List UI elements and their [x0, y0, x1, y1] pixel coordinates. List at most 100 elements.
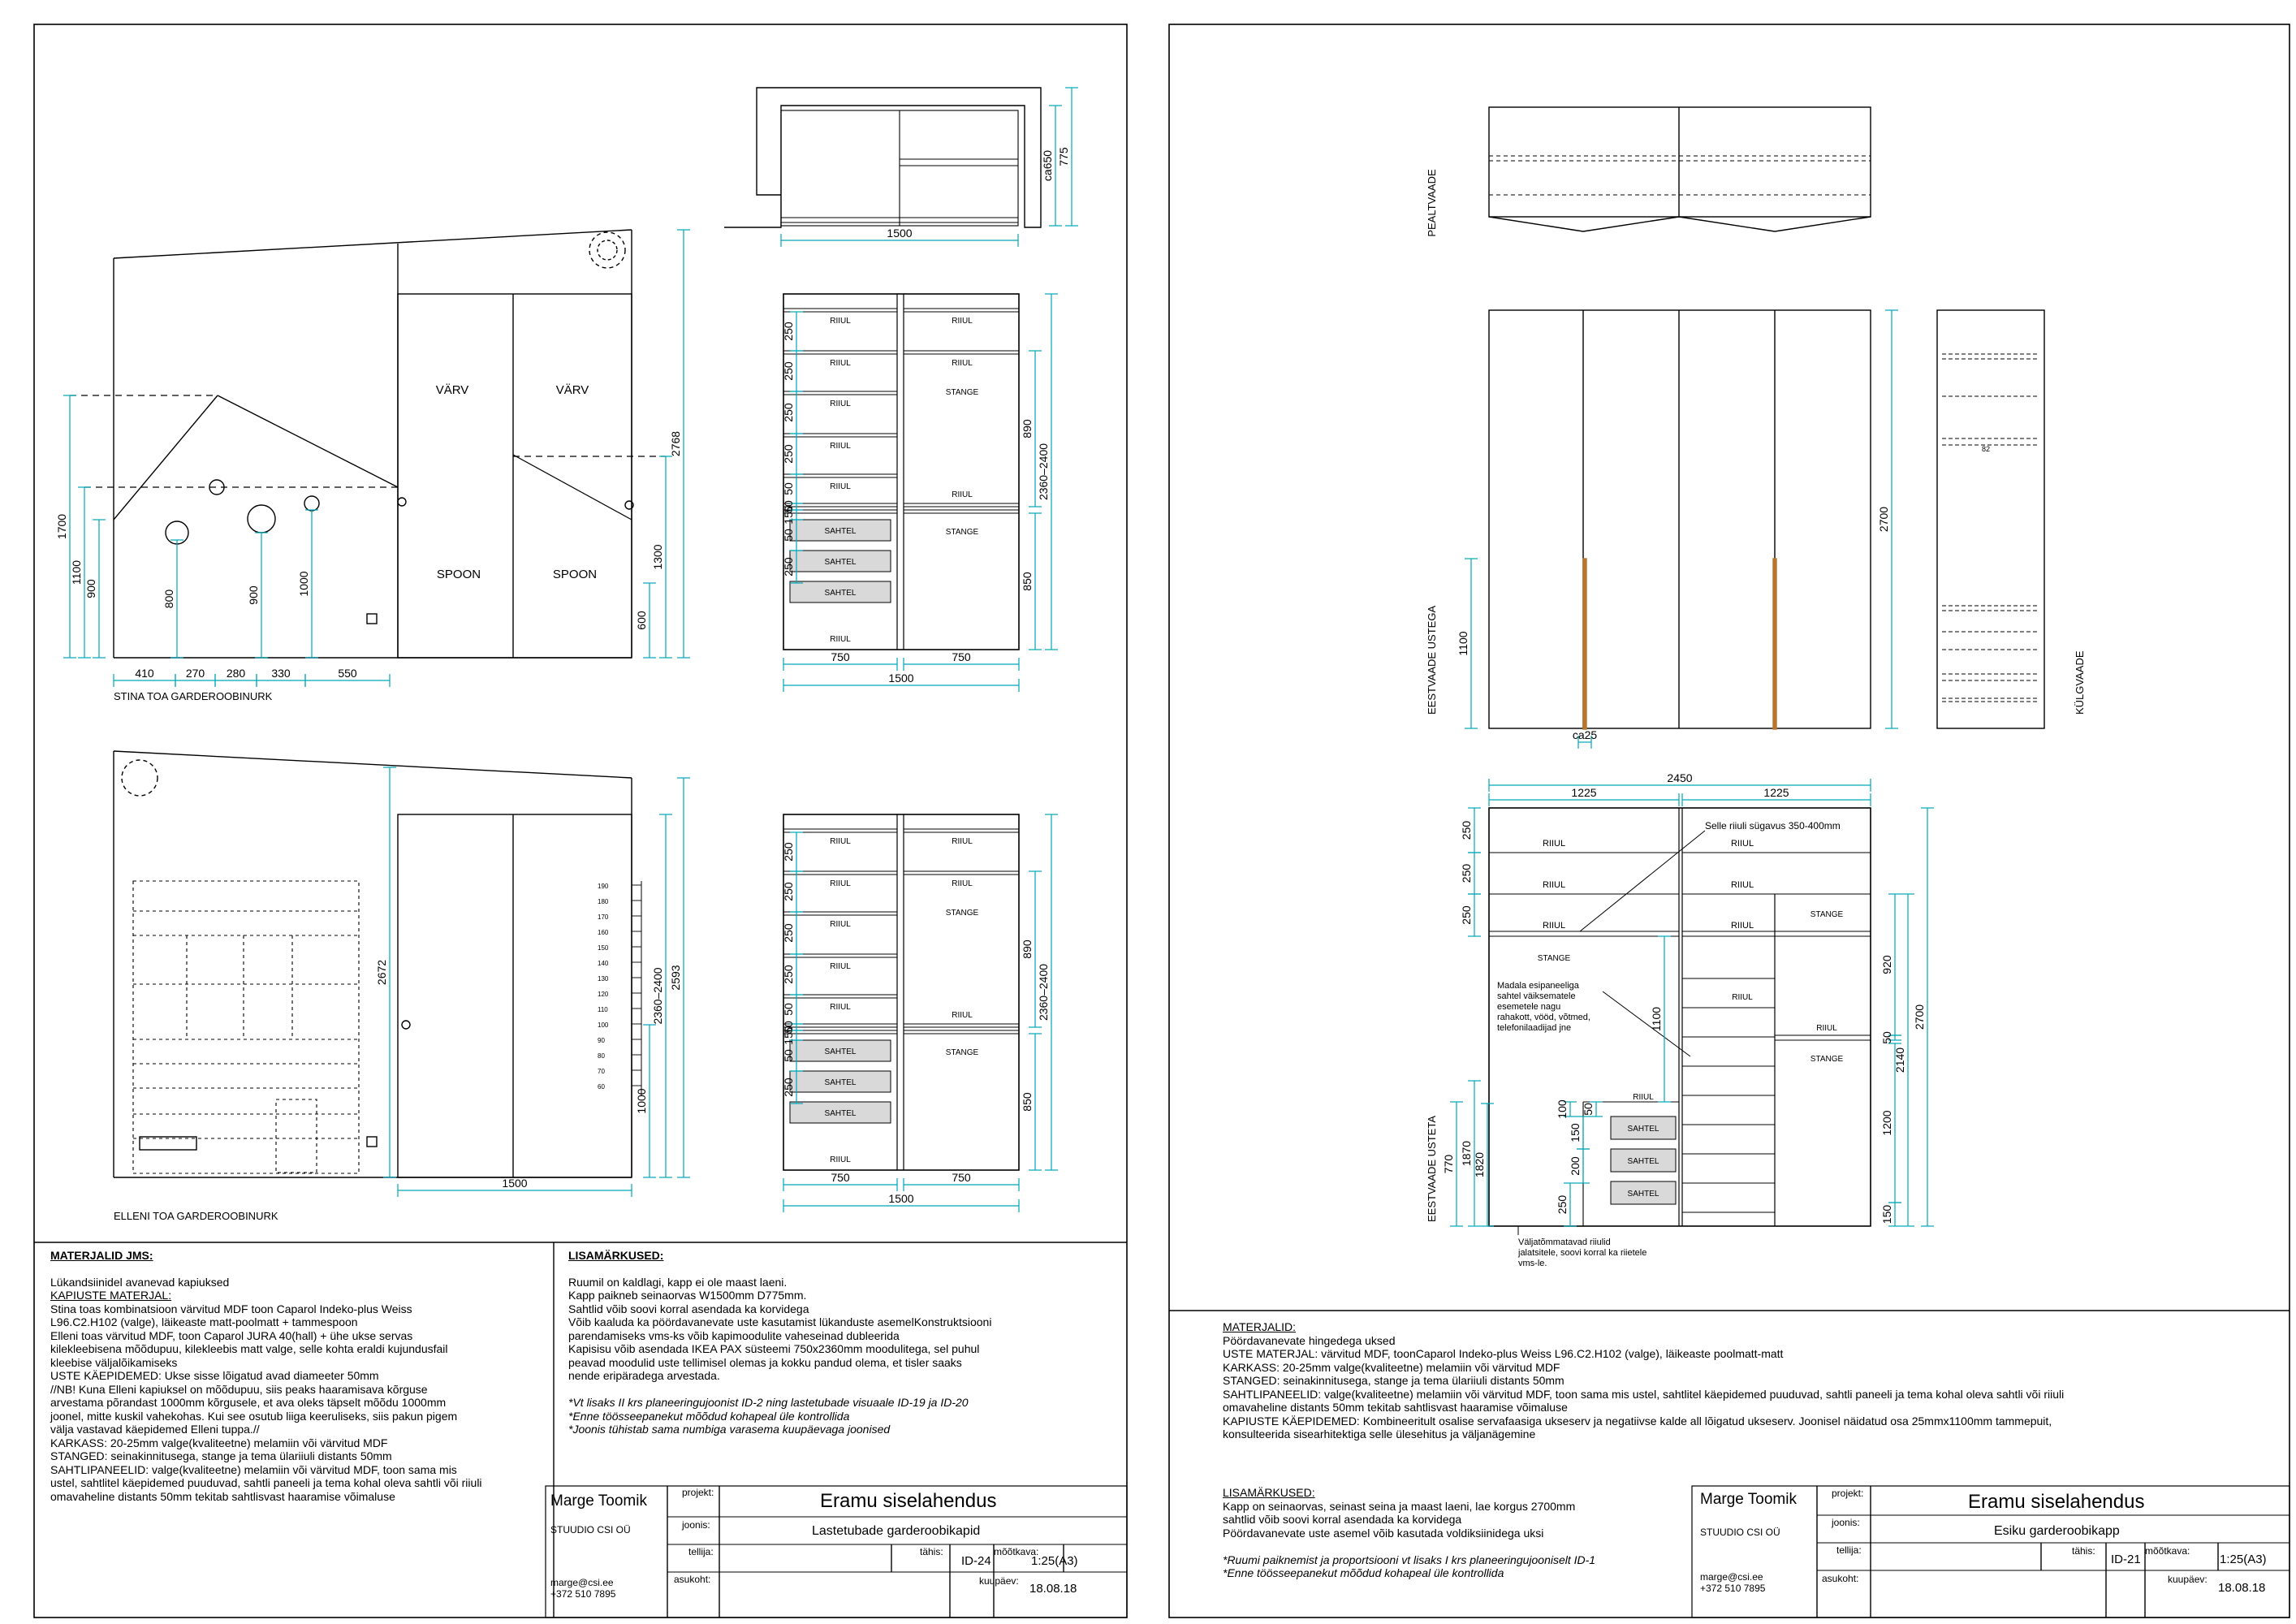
note-line: USTE KÄEPIDEMED: Ukse sisse lõigatud ava… [50, 1369, 379, 1382]
right-extra-notes: LISAMÄRKUSED: Kapp on seinaorvas, seinas… [1223, 1486, 1677, 1580]
note-line: *Ruumi paiknemist ja proportsiooni vt li… [1223, 1553, 1596, 1566]
tb-right-scale: 1:25(A3) [2220, 1553, 2267, 1566]
shelf-label: RIIUL [952, 879, 973, 888]
dimension-label: ca25 [1573, 728, 1598, 741]
dimension-label: 250 [782, 322, 795, 341]
scale-tick-label: 140 [598, 960, 609, 967]
note-line: *Enne töösseepanekut mõõdud kohapeal üle… [568, 1409, 850, 1423]
drawing-circle [401, 1020, 411, 1030]
dimension-label: 410 [135, 667, 154, 680]
tb-right-date: 18.08.18 [2218, 1581, 2266, 1595]
label-eestvaade-usteta: EESTVAADE USTETA [1426, 1116, 1438, 1222]
note-line: arvestama põrandast 1000mm kõrgusele, et… [50, 1396, 447, 1409]
dimension-label: 850 [1021, 1092, 1034, 1112]
tb-left-scale: 1:25(A3) [1031, 1554, 1078, 1568]
dimension-label: 250 [1460, 905, 1473, 925]
tb-left-lbl-tahis: tähis: [920, 1546, 943, 1557]
dimension-label: 1500 [502, 1177, 527, 1190]
shelf-label: RIIUL [952, 837, 973, 846]
tb-right-lbl-tahis: tähis: [2072, 1545, 2095, 1557]
shelf-label: RIIUL [1543, 880, 1565, 890]
dimension-label: 890 [1021, 939, 1034, 959]
tb-right-code: ID-21 [2111, 1553, 2141, 1566]
dimension-label: 250 [1460, 821, 1473, 840]
left-materials-heading: MATERJALID JMS: [50, 1249, 153, 1262]
dimension-label: 50 [782, 482, 795, 495]
dimension-label: 250 [1556, 1195, 1569, 1215]
drawer-label: SAHTEL [1628, 1125, 1659, 1134]
shelf-label: RIIUL [1731, 880, 1754, 890]
note-line: *Joonis tühistab sama numbiga varasema k… [568, 1423, 891, 1436]
note-drawer: esemetele nagu [1497, 1002, 1560, 1012]
front-view-doors [1488, 309, 1871, 729]
right-extra-heading: LISAMÄRKUSED: [1223, 1486, 1315, 1499]
shelf-label: RIIUL [1731, 921, 1754, 931]
note-line: välja vastavad käepidemed Elleni tuppa./… [50, 1423, 260, 1436]
dimension-label: 550 [338, 667, 357, 680]
side-depth-label: 82 [1982, 445, 1990, 453]
right-materials-notes: MATERJALID: Pöördavanevate hingedega uks… [1223, 1320, 2278, 1441]
dimension-label: 2672 [375, 960, 388, 985]
drawer-label: SAHTEL [825, 1109, 857, 1118]
note-line: ustel, sahtlitel käepidemed puuduvad, sa… [50, 1476, 482, 1489]
shelf-label: RIIUL [952, 1011, 973, 1020]
left-materials-notes: MATERJALID JMS: Lükandsiinidel avanevad … [50, 1249, 537, 1503]
drawer-label: SAHTEL [825, 1047, 857, 1056]
dimension-label: 2360–2400 [651, 967, 664, 1024]
dimension-label: 150 [782, 505, 795, 525]
shelf-label: RIIUL [952, 490, 973, 499]
note-line: Kapp on seinaorvas, seinast seina ja maa… [1223, 1499, 1576, 1513]
dimension-label: 250 [782, 965, 795, 984]
dimension-label: 800 [162, 590, 175, 609]
rail-label: STANGE [1538, 954, 1571, 963]
dimension-label: 770 [1442, 1155, 1455, 1174]
interior-frame [1488, 807, 1871, 1227]
note-line: kleebise väljalõikamiseks [50, 1355, 178, 1369]
tb-left-email: marge@csi.ee [550, 1577, 614, 1588]
drawing-circle [397, 497, 407, 507]
tb-left-lbl-asukoht: asukoht: [674, 1574, 711, 1585]
book-row [139, 1136, 197, 1151]
drawer-front [789, 1070, 891, 1093]
label-pealtvaade: PEALTVAADE [1426, 169, 1438, 237]
cabinet-frame [783, 293, 1020, 650]
dimension-label: 250 [782, 557, 795, 577]
door-label-varv: VÄRV [556, 383, 589, 397]
shelf-label: RIIUL [830, 400, 851, 408]
tb-right-lbl-projekt: projekt: [1832, 1488, 1864, 1499]
drawer-front [789, 581, 891, 603]
side-view [1936, 309, 2045, 729]
drawer-label: SAHTEL [1628, 1190, 1659, 1199]
scale-tick-label: 110 [598, 1006, 608, 1013]
drawer-label: SAHTEL [825, 527, 857, 536]
tb-right-lbl-date: kuupäev: [2168, 1574, 2208, 1585]
dimension-label: 1225 [1763, 786, 1789, 799]
note-line: //NB! Kuna Elleni kapiuksel on mõõdupuu,… [50, 1382, 428, 1396]
scale-tick-label: 70 [598, 1068, 605, 1075]
drawer-front [1610, 1116, 1677, 1140]
socket-icon [366, 1136, 378, 1147]
scale-tick-label: 120 [598, 991, 609, 998]
dimension-label: 1870 [1460, 1141, 1473, 1166]
shelf-label: RIIUL [830, 359, 851, 368]
chair-outline [275, 1099, 317, 1173]
dimension-label: 250 [782, 882, 795, 901]
left-extra-heading: LISAMÄRKUSED: [568, 1249, 664, 1262]
note-line: Stina toas kombinatsioon värvitud MDF to… [50, 1302, 412, 1315]
tb-right-email: marge@csi.ee [1700, 1571, 1763, 1583]
dimension-label: 270 [186, 667, 205, 680]
titleblock-frame [545, 1485, 1128, 1618]
drawing-line [1579, 830, 1706, 932]
dimension-label: 1000 [635, 1088, 648, 1113]
note-line: sahtlid võib soovi korral asendada ka ko… [1223, 1513, 1462, 1526]
drawing-circle [209, 479, 225, 495]
dimension-label: 750 [831, 650, 850, 663]
dimension-label: 1225 [1571, 786, 1596, 799]
scale-tick-label: 150 [598, 944, 609, 952]
dimension-label: 2700 [1877, 507, 1890, 532]
drawer-front [789, 1039, 891, 1062]
note-line: KAPIUSTE MATERJAL: [50, 1289, 172, 1302]
drawing-line [1488, 216, 1584, 232]
tb-right-phone: +372 510 7895 [1700, 1583, 1766, 1594]
note-line [1223, 1540, 1677, 1553]
